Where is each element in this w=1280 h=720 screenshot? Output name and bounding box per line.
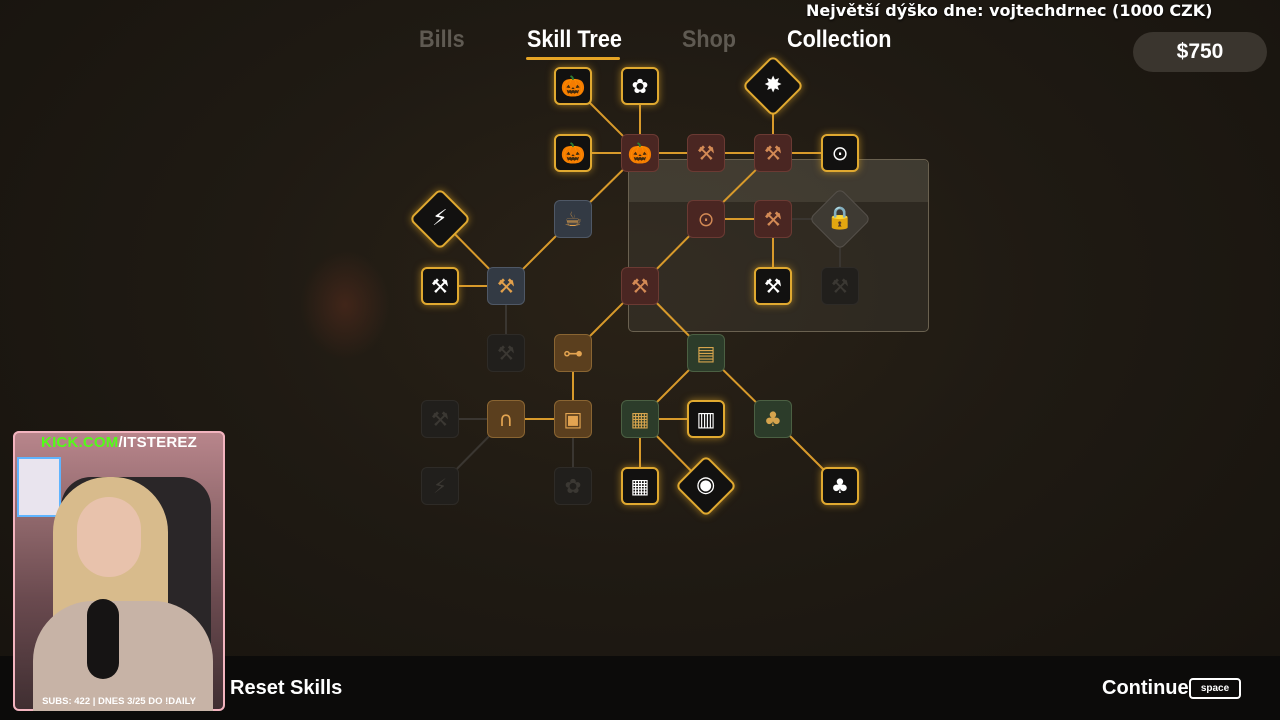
hammer-icon: ⚒ — [831, 274, 849, 298]
skill-node-hammer[interactable]: ⚒ — [754, 267, 792, 305]
webcam-streamer-body — [33, 601, 213, 711]
clover-icon: ♣ — [831, 474, 849, 498]
card-icon: ▣ — [563, 407, 583, 431]
skill-node-cash-register[interactable]: ▦ — [621, 467, 659, 505]
skill-node-clover[interactable]: ♣ — [821, 467, 859, 505]
skill-node-target[interactable]: ⊙ — [687, 200, 725, 238]
skill-node-hammer[interactable]: ⚒ — [687, 134, 725, 172]
grip-icon: ∩ — [498, 407, 514, 431]
hammer-icon: ⚒ — [431, 407, 449, 431]
skill-node-hammer[interactable]: ⚒ — [487, 334, 525, 372]
tickets-icon: ▤ — [696, 341, 716, 365]
skill-node-target[interactable]: ⊙ — [821, 134, 859, 172]
lock-icon: 🔒 — [826, 206, 854, 231]
nuts-icon: ✿ — [631, 74, 649, 98]
skill-node-hammer[interactable]: ⚒ — [754, 200, 792, 238]
lightning-icon: ⚡ — [432, 205, 448, 231]
background-glow — [300, 250, 390, 360]
hammer-icon: ⚒ — [631, 274, 649, 298]
money-display: $750 — [1133, 32, 1267, 72]
lightning-icon: ⚡ — [432, 474, 448, 498]
skill-node-hammer[interactable]: ⚒ — [421, 267, 459, 305]
skill-node-card[interactable]: ▣ — [554, 400, 592, 438]
skill-node-pumpkin[interactable]: 🎃 — [554, 134, 592, 172]
hammer-icon: ⚒ — [497, 341, 515, 365]
tab-bar: Bills Skill Tree Shop Collection — [0, 26, 1280, 66]
impact-icon: ✸ — [763, 73, 783, 98]
skill-node-hammer[interactable]: ⚒ — [487, 267, 525, 305]
target-icon: ⊙ — [831, 141, 849, 165]
webcam-overlay: KICK.COM/ITSTEREZ SUBS: 422 | DNES 3/25 … — [13, 431, 225, 711]
microphone-icon — [87, 599, 119, 679]
skill-node-tickets[interactable]: ▤ — [687, 334, 725, 372]
continue-key-hint: space — [1189, 678, 1241, 699]
skill-node-pumpkin[interactable]: 🎃 — [621, 134, 659, 172]
piggy-bank-icon: ◉ — [696, 472, 716, 498]
skill-node-clover[interactable]: ♣ — [754, 400, 792, 438]
hammer-icon: ⚒ — [764, 207, 782, 231]
pumpkin-icon: 🎃 — [627, 141, 653, 165]
coffee-mug-icon: ☕ — [564, 207, 582, 231]
clover-icon: ♣ — [764, 407, 782, 431]
skill-node-flower[interactable]: ✿ — [554, 467, 592, 505]
skill-node-dumbbell[interactable]: ⊶ — [554, 334, 592, 372]
cash-register-icon: ▦ — [630, 407, 650, 431]
dumbbell-icon: ⊶ — [563, 341, 583, 365]
skill-node-hammer[interactable]: ⚒ — [754, 134, 792, 172]
stream-subs-ticker: SUBS: 422 | DNES 3/25 DO !DAILY — [42, 696, 196, 707]
hammer-icon: ⚒ — [431, 274, 449, 298]
receipt-icon: ▥ — [696, 407, 716, 431]
pumpkin-icon: 🎃 — [560, 74, 586, 98]
active-tab-underline — [526, 57, 620, 60]
tab-collection[interactable]: Collection — [787, 26, 892, 53]
tab-shop[interactable]: Shop — [682, 26, 736, 53]
flower-icon: ✿ — [564, 474, 582, 498]
skill-node-grip[interactable]: ∩ — [487, 400, 525, 438]
skill-node-hammer[interactable]: ⚒ — [421, 400, 459, 438]
skill-node-hammer[interactable]: ⚒ — [821, 267, 859, 305]
reset-skills-button[interactable]: Reset Skills — [230, 677, 343, 699]
hammer-icon: ⚒ — [497, 274, 515, 298]
continue-button[interactable]: Continue — [1102, 677, 1189, 699]
tab-skill-tree[interactable]: Skill Tree — [527, 26, 622, 53]
skill-node-coffee-mug[interactable]: ☕ — [554, 200, 592, 238]
top-tip-banner: Největší dýško dne: vojtechdrnec (1000 C… — [806, 1, 1213, 20]
skill-node-cash-register[interactable]: ▦ — [621, 400, 659, 438]
skill-node-receipt[interactable]: ▥ — [687, 400, 725, 438]
skill-node-lightning[interactable]: ⚡ — [421, 467, 459, 505]
target-icon: ⊙ — [697, 207, 715, 231]
cash-register-icon: ▦ — [630, 474, 650, 498]
webcam-streamer-face — [77, 497, 141, 577]
pumpkin-icon: 🎃 — [560, 141, 586, 165]
skill-node-hammer[interactable]: ⚒ — [621, 267, 659, 305]
tab-bills[interactable]: Bills — [419, 26, 465, 53]
hammer-icon: ⚒ — [764, 274, 782, 298]
stream-channel-label: KICK.COM/ITSTEREZ — [41, 434, 197, 451]
skill-node-pumpkin[interactable]: 🎃 — [554, 67, 592, 105]
hammer-icon: ⚒ — [764, 141, 782, 165]
skill-node-nuts[interactable]: ✿ — [621, 67, 659, 105]
hammer-icon: ⚒ — [697, 141, 715, 165]
webcam-background-shelf — [17, 457, 61, 517]
